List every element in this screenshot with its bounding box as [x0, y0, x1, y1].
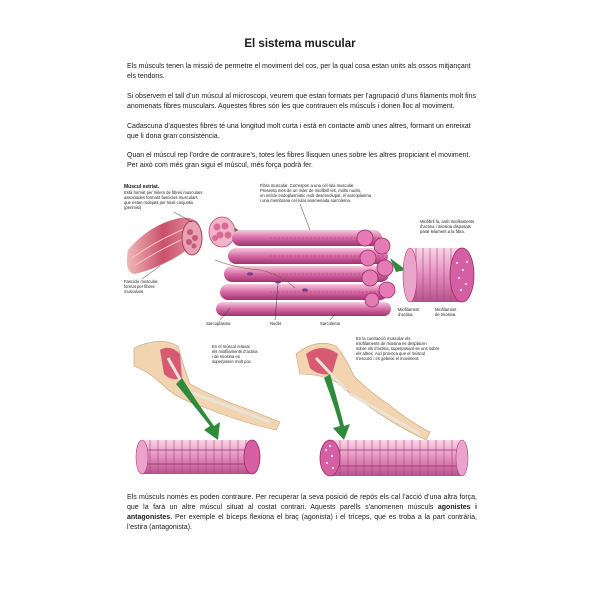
svg-text:els miofilaments d’actina: els miofilaments d’actina — [212, 349, 258, 354]
svg-text:(perimisi): (perimisi) — [124, 205, 142, 210]
muscle-title: Múscul estriat. — [124, 184, 160, 190]
svg-text:de miosina.: de miosina. — [435, 312, 456, 317]
svg-text:Està format per milers de fibr: Està format per milers de fibres muscula… — [124, 190, 202, 195]
svg-text:Miofibril·la, amb miofilaments: Miofibril·la, amb miofilaments — [420, 219, 474, 224]
svg-text:superposen molt poc.: superposen molt poc. — [212, 359, 252, 364]
svg-text:i una membrana cel·lular anome: i una membrana cel·lular anomenada sarco… — [260, 198, 351, 203]
svg-text:que estan rodejats per teixit: que estan rodejats per teixit conjuntiu — [124, 200, 194, 205]
svg-text:Fascicle muscular,: Fascicle muscular, — [124, 279, 158, 284]
page-title: El sistema muscular — [244, 38, 356, 50]
svg-text:musculars.: musculars. — [124, 289, 144, 294]
svg-text:Miofilament: Miofilament — [435, 307, 457, 312]
relaxed-myofibril — [135, 439, 261, 475]
paragraph-contraction: Quan el múscul rep l’ordre de contraure’… — [127, 152, 471, 169]
green-arrow-contracted — [324, 374, 350, 440]
whole-muscle — [126, 217, 200, 274]
paragraph-fibers: Cadascuna d’aquestes fibres té una longi… — [127, 123, 471, 140]
svg-text:En el múscul relaxat: En el múscul relaxat — [212, 344, 251, 349]
bold-agonists: agonistes i antagonistes — [127, 504, 477, 521]
muscle-illustration: Múscul estriat. Està format per milers d… — [124, 183, 475, 477]
paragraph-intro: Els músculs tenen la missió de permetre … — [127, 63, 471, 80]
svg-text:sobre els d’actina, superposan: sobre els d’actina, superposant-se uns s… — [356, 346, 440, 351]
contracted-arm — [295, 343, 431, 441]
svg-text:s’escurci i es gebeixi el movi: s’escurci i es gebeixi el moviment. — [356, 356, 419, 361]
svg-text:d’actina i miosina disposats: d’actina i miosina disposats — [420, 224, 471, 229]
green-arrow-relaxed — [176, 378, 220, 440]
svg-text:Presenta més de un miler de mi: Presenta més de un miler de miofibril·le… — [260, 188, 361, 193]
svg-text:els altres. Així provoca que e: els altres. Així provoca que el múscul — [356, 351, 425, 356]
svg-text:En la contracció muscular els: En la contracció muscular els — [356, 336, 410, 341]
svg-text:i de miosina es: i de miosina es — [212, 354, 240, 359]
svg-text:Fibra muscular. Correspon a un: Fibra muscular. Correspon a una cèl·lula… — [260, 183, 355, 188]
svg-text:Miofilament: Miofilament — [398, 307, 420, 312]
svg-text:un retícle endoplasmàtic molt: un retícle endoplasmàtic molt desenvolup… — [260, 193, 372, 198]
paragraph-agonist-antagonist: Els músculs només es poden contraure. Pe… — [127, 494, 477, 531]
svg-text:Sarcolema: Sarcolema — [320, 321, 341, 326]
contracted-myofibril — [319, 439, 469, 477]
svg-text:miofilaments de miosina es des: miofilaments de miosina es desplacen — [356, 341, 427, 346]
svg-text:paral·lelament a la fibra.: paral·lelament a la fibra. — [420, 229, 465, 234]
svg-text:d’actina.: d’actina. — [398, 312, 414, 317]
fiber-bundle — [214, 229, 396, 316]
paragraph-microscope: Si observem el tall d’un múscul al micro… — [127, 93, 476, 110]
svg-text:Nuclis: Nuclis — [270, 321, 281, 326]
svg-text:format per fibres: format per fibres — [124, 284, 155, 289]
svg-text:associades formant fascicles m: associades formant fascicles musculars — [124, 195, 198, 200]
fascicle — [208, 216, 236, 248]
myofibril — [402, 247, 475, 303]
svg-text:Sarcoplasma: Sarcoplasma — [206, 321, 231, 326]
